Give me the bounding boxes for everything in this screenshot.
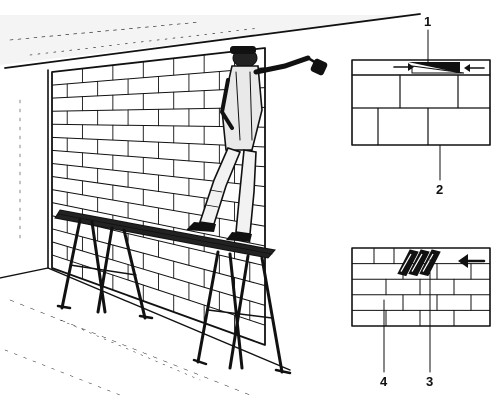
- room-left-wall: [0, 69, 49, 279]
- trestle-scaffold-icon: [54, 209, 292, 375]
- arrow-icon: [464, 64, 485, 72]
- detail-angled-bricks: [351, 247, 491, 327]
- angled-brick-highlight: [400, 253, 412, 272]
- brick-wall: [51, 47, 266, 346]
- leader-lines: [383, 29, 441, 373]
- worker-with-hammer-icon: [186, 46, 328, 242]
- callout-2: 2: [436, 182, 443, 197]
- callout-1: 1: [424, 14, 431, 29]
- arrow-icon: [458, 254, 486, 268]
- angled-brick-highlight: [411, 253, 423, 272]
- detail-top-course: [351, 59, 491, 146]
- angled-brick-highlight: [422, 253, 434, 272]
- arrow-head: [458, 254, 468, 268]
- ceiling: [0, 13, 421, 69]
- floor: [4, 267, 291, 396]
- callout-3: 3: [426, 374, 433, 389]
- arrow-icon: [393, 63, 414, 71]
- callout-4: 4: [380, 374, 388, 389]
